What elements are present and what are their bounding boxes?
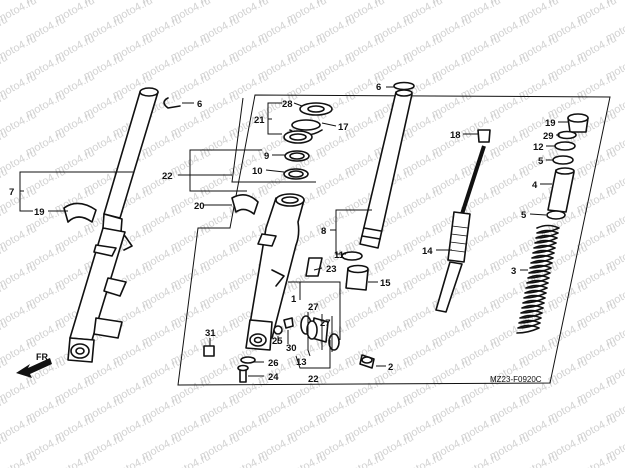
upper-group-frame (231, 97, 316, 183)
callout-18: 19 (545, 118, 556, 129)
callout-4: 4 (532, 180, 538, 191)
watermark-text: moto4.ru (604, 0, 625, 7)
callout-labels: 6 6 7 19 20 22 28 21 17 9 10 8 11 23 15 … (9, 82, 556, 385)
callout-6: 6 (376, 82, 381, 93)
exploded-frame (177, 94, 611, 386)
watermark-text: moto4.ru (111, 451, 155, 468)
callout-10: 10 (252, 166, 263, 177)
callout-16: 17 (338, 122, 349, 133)
watermark-text: moto4.ru (0, 0, 10, 7)
fork-spring (516, 224, 560, 334)
washer-25 (273, 325, 283, 335)
callout-11: 11 (334, 250, 345, 261)
cap-and-spring (516, 113, 589, 334)
watermark-text: moto4.ru (517, 451, 561, 468)
callout-6: 6 (197, 99, 202, 110)
fork-slider (245, 193, 305, 351)
direction-label: FR. (36, 352, 51, 362)
damper-rod (435, 145, 486, 313)
callout-5: 5 (521, 210, 527, 221)
callout-3: 3 (511, 266, 516, 277)
callout-19: 20 (194, 201, 205, 212)
watermark-text: moto4.ru (169, 451, 213, 468)
washer-26 (240, 356, 256, 364)
watermark-text: moto4.ru (459, 451, 503, 468)
assembled-fork (63, 87, 159, 363)
watermark-text: moto4.ru (343, 451, 387, 468)
callout-27: 27 (320, 318, 331, 329)
bolt-30 (283, 317, 294, 329)
watermark-text: moto4.ru (575, 451, 619, 468)
callout-26: 26 (268, 358, 279, 369)
spacer-23 (305, 257, 323, 277)
circlip-6-right (393, 81, 415, 91)
callout-15: 15 (380, 278, 391, 289)
bushing-11 (341, 251, 363, 261)
callout-8: 8 (321, 226, 326, 237)
callout-22: 22 (308, 374, 319, 385)
diagram-code: MZ23-F0920C (490, 375, 542, 384)
callout-17: 18 (450, 130, 461, 141)
fork-tube (359, 89, 413, 249)
watermark-text: moto4.ru (227, 451, 271, 468)
circlip-6-left (163, 97, 181, 109)
front-direction-arrow (16, 358, 52, 378)
callout-1: 1 (291, 294, 297, 305)
callout-14: 14 (422, 246, 433, 257)
callout-9: 9 (264, 151, 269, 162)
callout-12: 12 (533, 142, 544, 153)
callout-25: 25 (272, 336, 283, 347)
callout-7: 7 (9, 187, 14, 198)
fork-guard (231, 194, 259, 215)
callout-5: 5 (538, 156, 544, 167)
drain-bolt-31 (203, 345, 215, 357)
bearing-stack (283, 102, 333, 180)
callout-28: 28 (282, 99, 293, 110)
callout-21: 22 (162, 171, 173, 182)
callout-13: 13 (296, 357, 307, 368)
leader-lines (19, 86, 568, 377)
rod-piece-17 (477, 129, 491, 143)
callout-29: 29 (543, 131, 554, 142)
watermark-text: moto4.ru (401, 451, 445, 468)
callout-27: 27 (308, 302, 319, 313)
axle-collar-group (300, 315, 375, 369)
callout-2: 2 (388, 362, 393, 373)
callout-31: 31 (205, 328, 216, 339)
watermark-text: moto4.ru (0, 451, 39, 468)
callout-20: 21 (254, 115, 265, 126)
callout-24: 24 (268, 372, 279, 383)
callout-19: 19 (34, 207, 45, 218)
watermark-text: moto4.ru (285, 451, 329, 468)
callout-30: 30 (286, 343, 297, 354)
callout-23: 23 (326, 264, 337, 275)
watermark-text: moto4.ru (53, 451, 97, 468)
fork-guard-assembled (63, 202, 97, 223)
